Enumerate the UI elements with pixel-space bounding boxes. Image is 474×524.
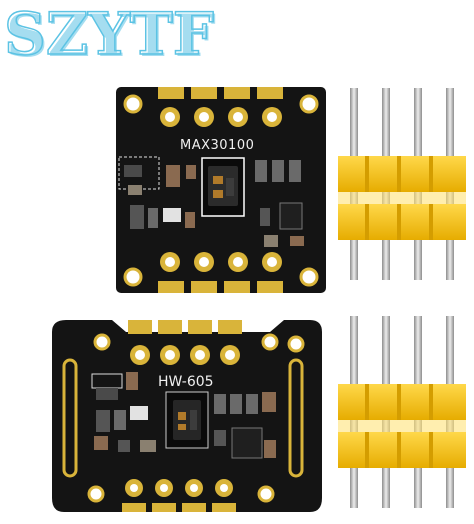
header-plastic bbox=[338, 384, 466, 420]
max30100-module: MAX30100 bbox=[116, 87, 326, 293]
chip-label: MAX30100 bbox=[180, 138, 254, 153]
mount-hole bbox=[93, 333, 111, 351]
chip-label: HW-605 bbox=[158, 374, 214, 390]
header-plastic bbox=[338, 432, 466, 468]
bottom-pin-pads bbox=[158, 252, 283, 293]
mount-hole bbox=[261, 333, 279, 351]
smd-components bbox=[91, 372, 276, 459]
mount-hole bbox=[299, 267, 319, 287]
mount-hole bbox=[257, 485, 275, 503]
led-emitter bbox=[213, 176, 223, 184]
mount-hole bbox=[87, 485, 105, 503]
led-emitter bbox=[178, 412, 186, 420]
mount-hole bbox=[287, 335, 305, 353]
bottom-pin-pads bbox=[122, 479, 236, 512]
pin-header bbox=[338, 316, 466, 508]
brand-logo: SZYTF SZYTF bbox=[3, 2, 216, 64]
mount-hole bbox=[299, 94, 319, 114]
rail-slot bbox=[62, 358, 78, 478]
top-pin-pads bbox=[128, 320, 242, 365]
top-pin-pads bbox=[158, 87, 283, 127]
photodiode bbox=[226, 178, 234, 196]
smd-components bbox=[124, 160, 304, 247]
hw605-module: HW-605 bbox=[52, 320, 322, 512]
photodiode bbox=[190, 410, 197, 430]
header-plastic bbox=[338, 156, 466, 192]
mount-hole bbox=[123, 94, 143, 114]
rail-slot bbox=[288, 358, 304, 478]
mount-hole bbox=[123, 267, 143, 287]
header-plastic bbox=[338, 204, 466, 240]
led-emitter bbox=[213, 190, 223, 198]
brand-logo-outline: SZYTF bbox=[4, 2, 214, 64]
pin-header bbox=[338, 88, 466, 280]
brand-logo-text: SZYTF bbox=[6, 2, 216, 64]
led-emitter bbox=[178, 424, 186, 430]
